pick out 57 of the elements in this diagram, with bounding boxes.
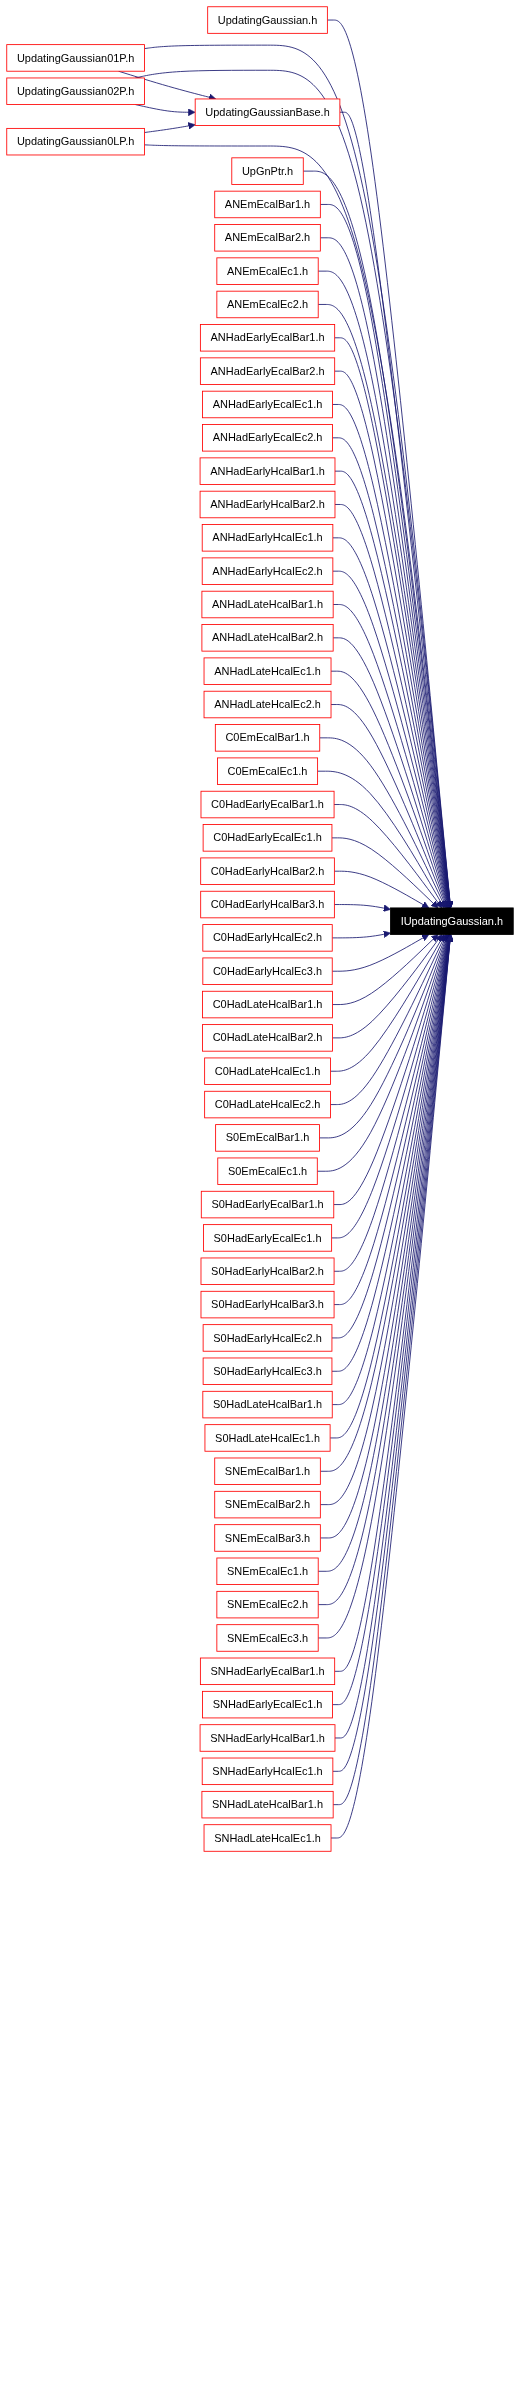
node-box: S0HadEarlyHcalEc2.h (202, 1324, 333, 1352)
node-box: UpdatingGaussianBase.h (194, 98, 341, 126)
node-box: S0HadEarlyEcalEc1.h (203, 1224, 333, 1252)
node-box: C0EmEcalEc1.h (217, 757, 319, 785)
node-box: S0EmEcalEc1.h (217, 1157, 318, 1185)
node-box: C0HadLateHcalBar1.h (202, 990, 333, 1019)
node-box: C0HadLateHcalEc2.h (204, 1090, 331, 1119)
node-box: ANEmEcalBar1.h (214, 190, 321, 219)
node-box: C0HadLateHcalBar2.h (202, 1024, 333, 1052)
node-box: SNHadEarlyEcalBar1.h (199, 1657, 336, 1685)
node-box: SNEmEcalBar2.h (214, 1490, 321, 1519)
node-box: ANHadEarlyHcalEc2.h (201, 557, 334, 585)
node-box: SNEmEcalBar1.h (214, 1457, 321, 1485)
node-box: ANHadEarlyEcalEc2.h (202, 424, 333, 452)
node-box: ANHadEarlyHcalBar1.h (199, 457, 336, 485)
node-box: S0EmEcalBar1.h (215, 1124, 320, 1152)
node-box: ANHadEarlyEcalEc1.h (202, 390, 333, 419)
node-box: ANHadLateHcalEc1.h (203, 657, 332, 685)
node-box: SNHadEarlyHcalBar1.h (199, 1724, 336, 1752)
node-box: ANHadLateHcalEc2.h (203, 690, 332, 719)
node-box: ANHadEarlyHcalEc1.h (201, 524, 334, 552)
node-box: ANEmEcalEc2.h (216, 290, 319, 319)
node-box: C0HadEarlyHcalBar2.h (200, 857, 335, 885)
node-box: ANEmEcalBar2.h (214, 224, 321, 252)
node-box: S0HadLateHcalBar1.h (202, 1390, 333, 1419)
node-box: UpdatingGaussian02P.h (6, 77, 145, 105)
node-box: IUpdatingGaussian.h (390, 907, 514, 935)
node-box: C0HadEarlyHcalEc2.h (202, 924, 333, 952)
node-box: ANEmEcalEc1.h (216, 257, 319, 285)
node-box: C0HadEarlyHcalEc3.h (202, 957, 333, 985)
node-box: S0HadEarlyHcalBar2.h (200, 1257, 335, 1285)
node-box: ANHadLateHcalBar1.h (201, 590, 334, 619)
node-box: UpdatingGaussian0LP.h (6, 127, 145, 156)
node-box: SNEmEcalEc3.h (216, 1624, 319, 1652)
node-box: C0HadEarlyEcalEc1.h (202, 824, 333, 852)
node-box: ANHadEarlyEcalBar2.h (199, 357, 336, 385)
node-box: S0HadEarlyHcalBar3.h (200, 1290, 335, 1319)
node-box: SNHadLateHcalEc1.h (203, 1824, 332, 1852)
node-box: UpdatingGaussian01P.h (6, 44, 145, 72)
node-box: SNEmEcalBar3.h (214, 1524, 321, 1552)
node-box: SNEmEcalEc1.h (216, 1557, 319, 1585)
node-box: ANHadEarlyEcalBar1.h (199, 324, 336, 352)
node-box: C0HadEarlyHcalBar3.h (200, 890, 335, 919)
node-box: UpdatingGaussian.h (207, 6, 328, 34)
node-box: C0EmEcalBar1.h (214, 724, 321, 752)
node-box: S0HadEarlyHcalEc3.h (202, 1357, 333, 1385)
node-box: S0HadEarlyEcalBar1.h (200, 1190, 335, 1219)
node-box: UpGnPtr.h (231, 157, 304, 185)
node-box: S0HadLateHcalEc1.h (204, 1424, 331, 1452)
node-box: SNHadLateHcalBar1.h (201, 1790, 334, 1819)
node-box: C0HadLateHcalEc1.h (204, 1057, 331, 1085)
node-box: SNEmEcalEc2.h (216, 1590, 319, 1619)
node-box: ANHadLateHcalBar2.h (201, 624, 334, 652)
node-box: SNHadEarlyEcalEc1.h (202, 1690, 333, 1719)
node-box: ANHadEarlyHcalBar2.h (199, 490, 336, 519)
node-box: SNHadEarlyHcalEc1.h (201, 1757, 334, 1785)
node-box: C0HadEarlyEcalBar1.h (200, 790, 335, 819)
